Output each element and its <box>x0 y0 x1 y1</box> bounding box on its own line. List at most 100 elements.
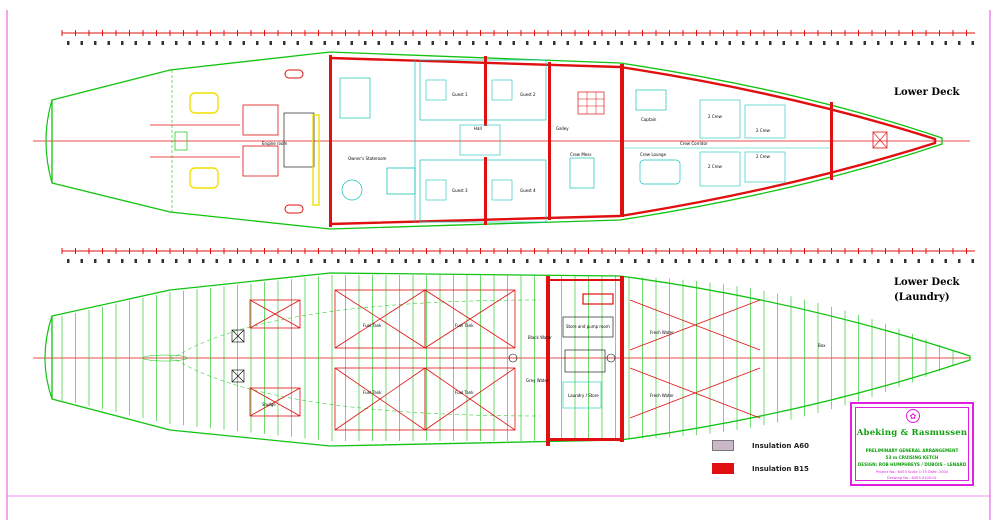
ruler-frame-number <box>458 41 461 45</box>
ruler-frame-number <box>310 259 313 263</box>
ruler-frame-number <box>661 259 664 263</box>
fresh-water-2-label: Fresh Water <box>650 393 674 398</box>
owners-stateroom: Owner's Stateroom <box>339 60 416 222</box>
ruler-frame-number <box>877 41 880 45</box>
fuel-tank-4-box <box>424 367 516 431</box>
hall-label: Hall <box>474 126 482 131</box>
ruler-frame-number <box>539 259 542 263</box>
top-equipment <box>582 293 614 305</box>
lower-chine-curve <box>169 299 541 417</box>
crew-2c-label: 2 Crew <box>708 164 723 169</box>
ruler-frame-number <box>526 41 529 45</box>
ruler-frame-number <box>283 41 286 45</box>
crew-mess-table <box>569 157 595 189</box>
ruler-frame-number <box>620 41 623 45</box>
ruler-frame-number <box>107 41 110 45</box>
ruler-frame-number <box>296 259 299 263</box>
guest-cabin-2-outline <box>485 59 547 121</box>
crew-2a-label: 2 Crew <box>708 114 723 119</box>
guest-2-label: Guest 2 <box>520 92 536 97</box>
guest-cabin-4-outline <box>485 159 547 223</box>
ruler-frame-number <box>161 41 164 45</box>
ruler-frame-number <box>485 41 488 45</box>
frame-ruler-upper <box>61 30 975 45</box>
fuel-tank-1-x2 <box>334 289 426 349</box>
ruler-frame-number <box>904 259 907 263</box>
upper-deck-label: Lower Deck <box>894 87 960 98</box>
ruler-frame-number <box>337 259 340 263</box>
crew-lounge-label: Crew Lounge <box>640 152 667 157</box>
title-block: ✿ Abeking & Rasmussen PRELIMINARY GENERA… <box>850 402 974 486</box>
ruler-frame-number <box>431 41 434 45</box>
ruler-frame-number <box>175 41 178 45</box>
fresh-water-fwd-x <box>629 299 761 419</box>
ruler-frame-number <box>256 41 259 45</box>
ruler-frame-number <box>796 259 799 263</box>
ruler-frame-number <box>836 259 839 263</box>
aft-tank-1 <box>231 329 245 343</box>
galley-bulkhead <box>620 64 624 217</box>
upper-insulation-lining <box>329 56 937 226</box>
crew-2d-label: 2 Crew <box>756 154 771 159</box>
ruler-frame-number <box>391 41 394 45</box>
ruler-frame-number <box>269 259 272 263</box>
stair-block <box>459 124 501 156</box>
ruler-frame-number <box>472 41 475 45</box>
ruler-frame-number <box>364 259 367 263</box>
upper-transom <box>45 99 53 184</box>
ruler-frame-number <box>850 259 853 263</box>
company-logo-icon: ✿ <box>906 409 920 423</box>
ruler-frame-number <box>323 41 326 45</box>
ruler-frame-number <box>539 41 542 45</box>
lower-frames <box>61 275 954 441</box>
title-block-inner <box>855 407 969 481</box>
legend-a60-label: Insulation A60 <box>752 441 809 450</box>
ruler-frame-number <box>715 41 718 45</box>
ruler-frame-number <box>202 41 205 45</box>
guest-cabin-1-outline <box>419 59 486 121</box>
guest-bed-1 <box>425 79 447 101</box>
legend-b15: Insulation B15 <box>712 463 809 474</box>
legend-a60-swatch <box>712 440 734 451</box>
ruler-frame-number <box>647 41 650 45</box>
ruler-frame-number <box>566 41 569 45</box>
ruler-frame-number <box>188 41 191 45</box>
ruler-frame-number <box>809 259 812 263</box>
ruler-frame-number <box>350 41 353 45</box>
guest-area-bulkhead <box>548 62 551 220</box>
crew-cabin-b <box>744 104 786 139</box>
guest-cabins: Guest 1 Guest 2 Guest 3 Guest 4 Hall <box>419 56 547 225</box>
ruler-frame-number <box>728 259 731 263</box>
ruler-frame-number <box>634 41 637 45</box>
ruler-frame-number <box>391 259 394 263</box>
ruler-frame-number <box>269 41 272 45</box>
ruler-frame-number <box>310 41 313 45</box>
ruler-frame-number <box>566 259 569 263</box>
ruler-frame-number <box>958 41 961 45</box>
owners-bed <box>386 167 416 195</box>
ruler-frame-number <box>796 41 799 45</box>
keel-fin <box>142 354 188 362</box>
fuel-tank-2-label: Fuel Tank <box>455 323 474 328</box>
crew-cabin-c <box>699 151 741 187</box>
crew-area: Captain Crew Corridor Crew Lounge 2 Crew… <box>624 89 830 187</box>
guest-1-label: Guest 1 <box>452 92 468 97</box>
ruler-frame-number <box>728 41 731 45</box>
ruler-frame-number <box>148 259 151 263</box>
yellow-tank-1 <box>189 92 219 114</box>
ruler-frame-number <box>296 41 299 45</box>
ruler-frame-number <box>593 259 596 263</box>
ruler-frame-number <box>242 259 245 263</box>
ruler-frame-number <box>67 41 70 45</box>
legend-b15-swatch <box>712 463 734 474</box>
ruler-frame-number <box>323 259 326 263</box>
ruler-frame-number <box>404 259 407 263</box>
guest-3-label: Guest 3 <box>452 188 468 193</box>
ruler-frame-number <box>769 41 772 45</box>
ruler-frame-number <box>944 259 947 263</box>
ruler-frame-number <box>404 41 407 45</box>
ruler-frame-number <box>647 259 650 263</box>
tank-crosses <box>249 289 761 431</box>
fuel-tank-2-box <box>424 289 516 349</box>
ruler-frame-number <box>337 41 340 45</box>
